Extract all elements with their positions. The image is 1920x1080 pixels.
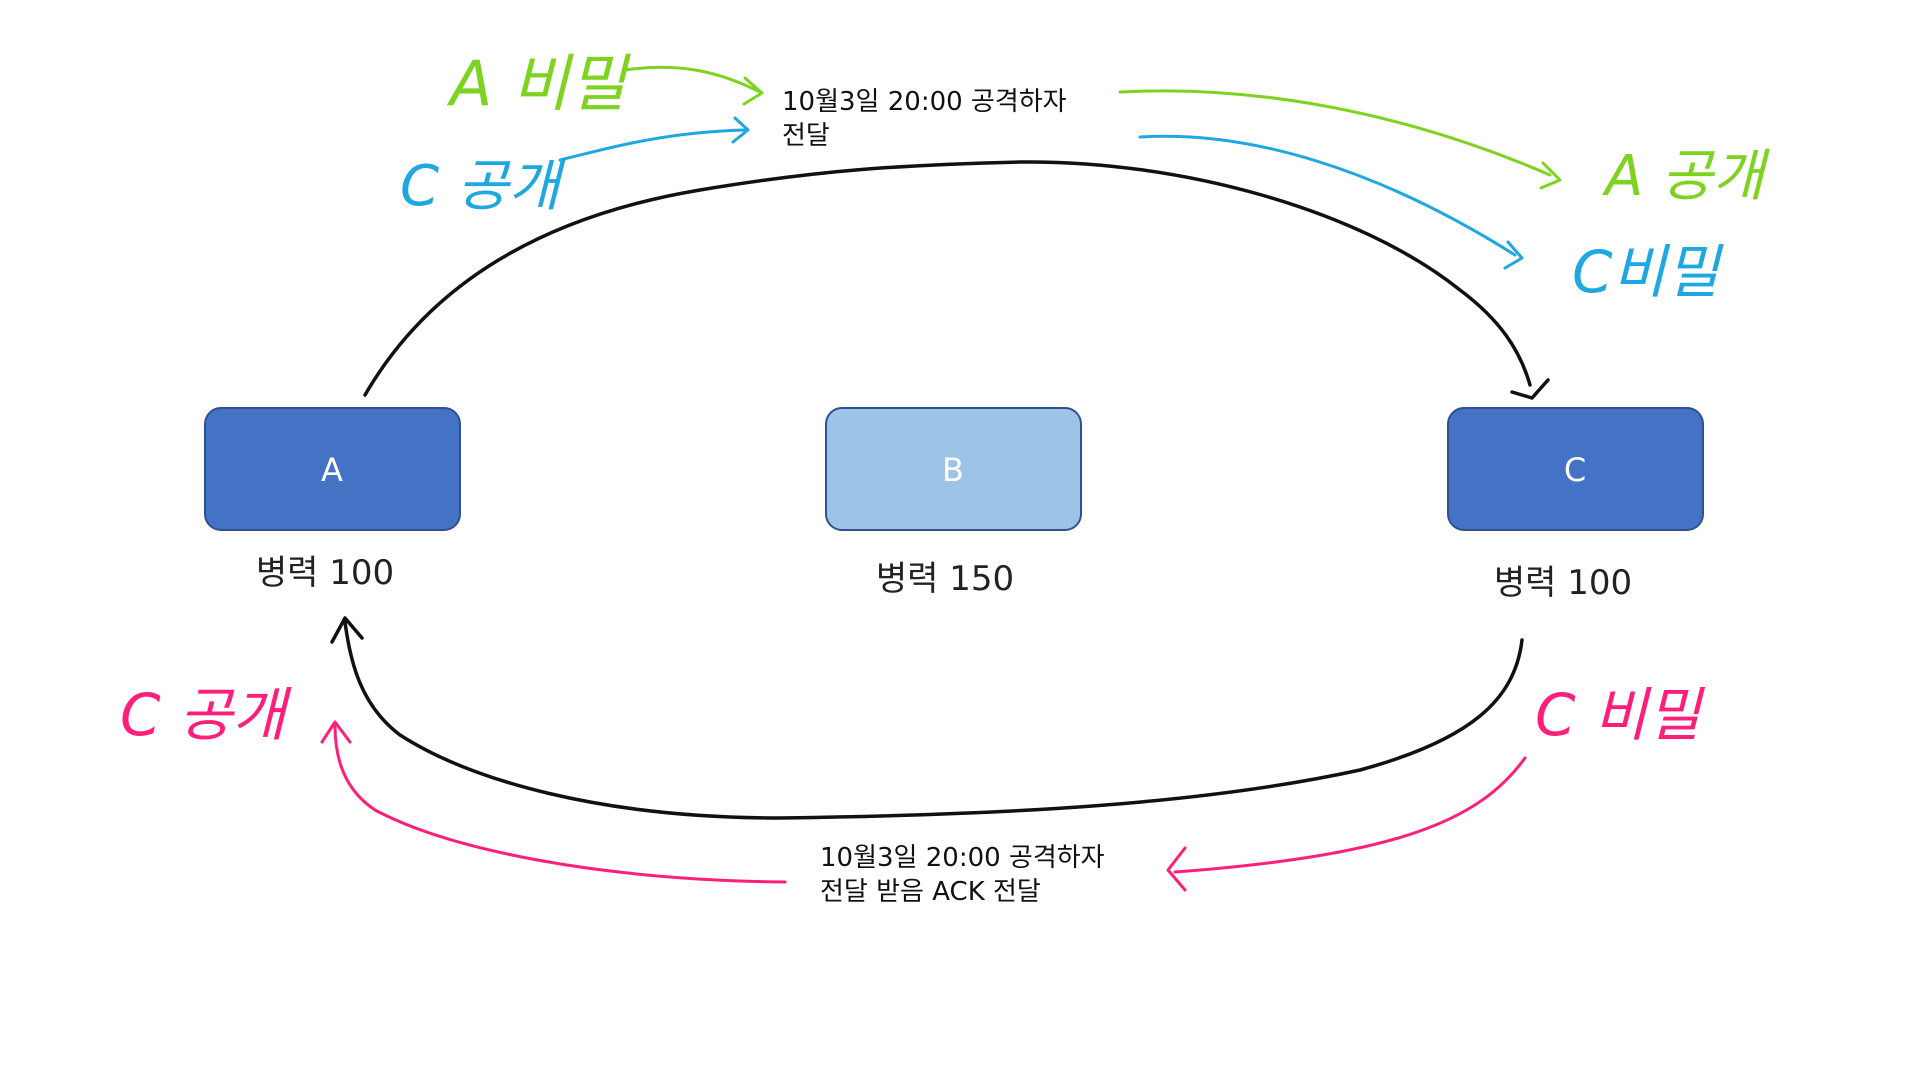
message-bottom-line2: 전달 받음 ACK 전달 [820,877,1041,907]
annotation-c-secret-right-top: C비밀 [1572,238,1724,306]
annotation-c-public-left-bottom: C 공개 [120,681,292,749]
node-a-label: A [321,451,343,489]
annotation-c-secret-right-bottom: C 비밀 [1535,681,1705,749]
node-a: A [204,407,461,531]
green-arrowhead-a-secret [742,76,764,106]
blue-arrowhead-c-public [731,116,750,144]
blue-arrow-c-public [558,128,747,162]
node-b-caption: 병력 150 [876,559,1014,599]
pink-arrow-c-secret [1173,756,1527,874]
annotation-c-public-left-top: C 공개 [400,154,566,219]
arrow-a-to-c [363,160,1532,397]
blue-arrow-c-secret [1138,134,1517,257]
node-c-label: C [1564,451,1586,489]
node-c: C [1447,407,1704,531]
annotation-a-secret-left: A 비밀 [446,47,631,120]
arrowhead-at-a [330,616,364,644]
message-top-line1: 10월3일 20:00 공격하자 [782,87,1067,117]
green-arrowhead-a-public [1539,161,1562,190]
node-b: B [825,407,1082,531]
message-bottom-line1: 10월3일 20:00 공격하자 [820,843,1105,873]
pink-arrowhead-c-public [320,720,352,744]
green-arrow-a-secret [623,65,762,94]
node-c-caption: 병력 100 [1494,563,1632,603]
node-b-label: B [942,451,964,489]
annotation-a-public-right: A 공개 [1602,144,1771,209]
arrow-c-to-a [343,620,1524,820]
green-arrow-a-public [1118,89,1552,177]
pink-arrow-c-public [333,723,787,884]
message-top-line2: 전달 [782,121,830,151]
arrowhead-at-c [1510,378,1550,400]
blue-arrowhead-c-secret [1503,240,1524,270]
node-a-caption: 병력 100 [256,553,394,593]
pink-arrowhead-c-secret [1166,846,1187,892]
